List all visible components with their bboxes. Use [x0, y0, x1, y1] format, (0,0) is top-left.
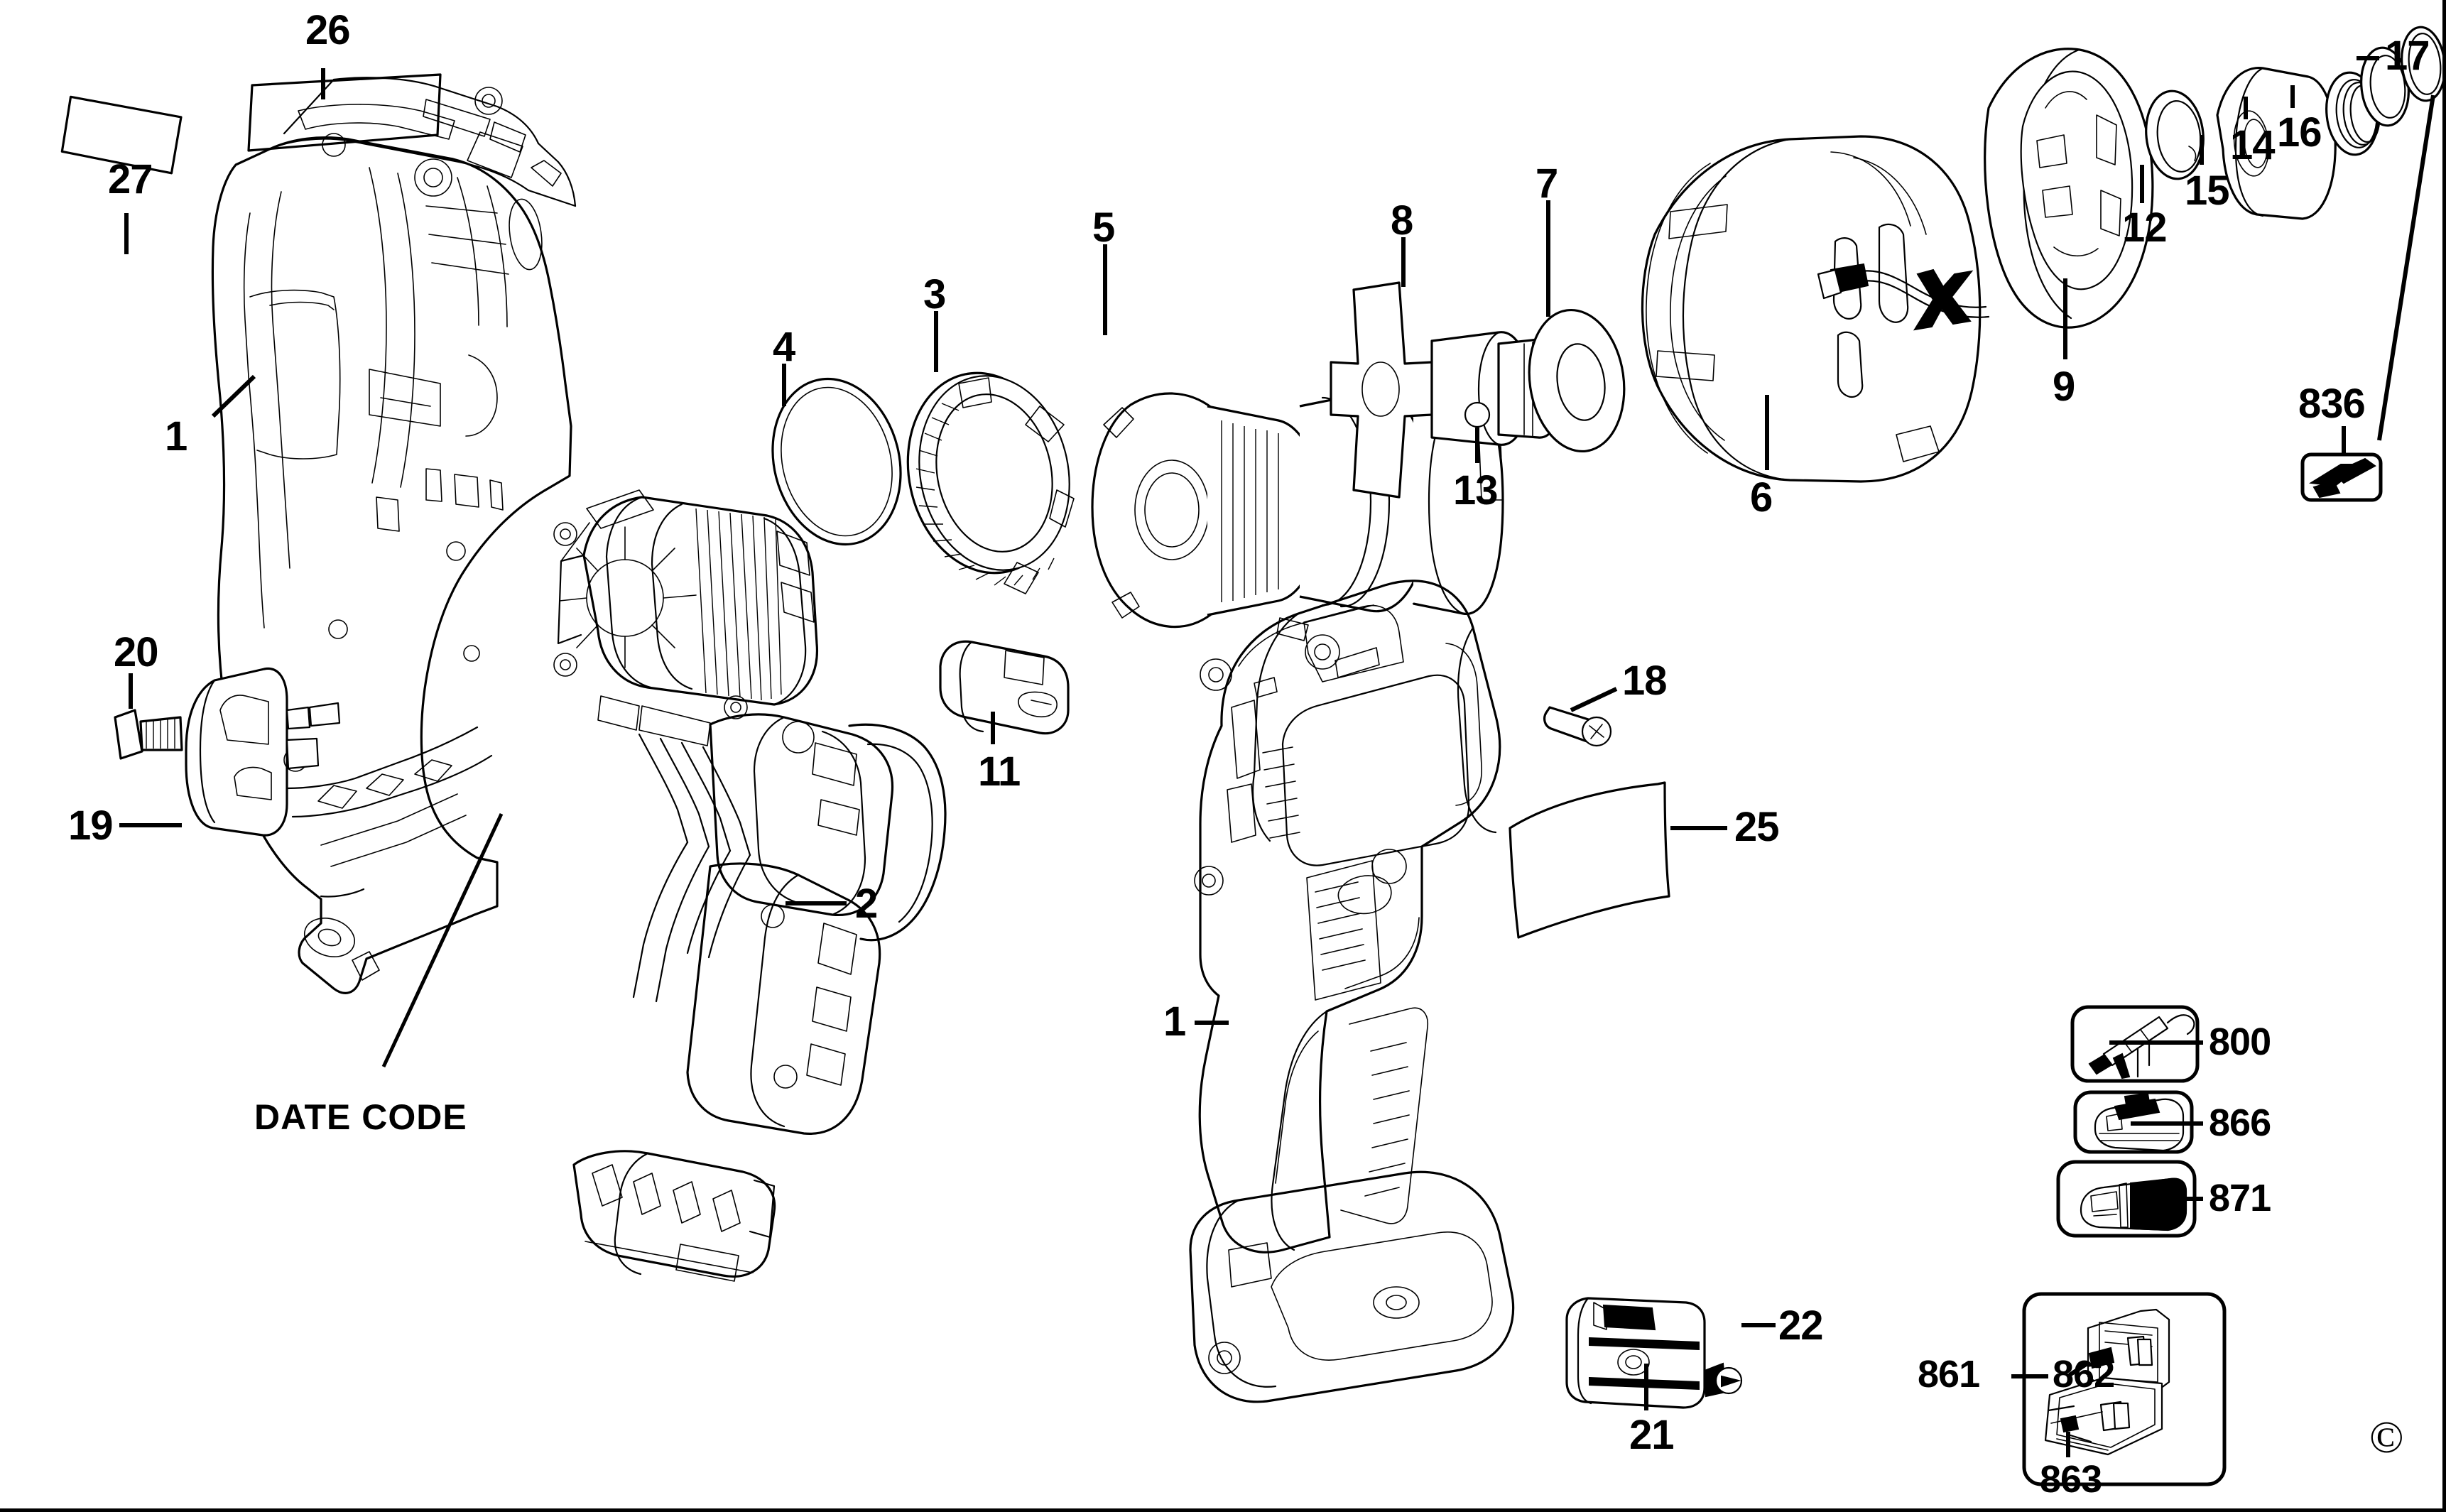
leader-lines: [119, 56, 2435, 1457]
motor-switch-assembly: [553, 489, 947, 1282]
housing-screw: [1543, 706, 1612, 747]
o-ring: [771, 377, 902, 546]
callout-800: 800: [2209, 1021, 2271, 1063]
belt-hook-screw: [114, 709, 183, 760]
kitbox-clip: [2060, 1415, 2080, 1433]
callout-2: 2: [855, 881, 878, 927]
assembled-tool: [1189, 580, 1515, 1403]
accessory-871-box: [2056, 1160, 2197, 1238]
belt-hook: [185, 667, 341, 837]
led-collar: [1817, 48, 2154, 329]
date-code-annotation: DATE CODE: [254, 1097, 467, 1137]
callout-16: 16: [2277, 109, 2322, 156]
callout-15: 15: [2185, 168, 2230, 214]
accessory-836-box: [2300, 452, 2383, 502]
callout-21: 21: [1629, 1412, 1675, 1458]
gearbox-assembly: [1091, 388, 1504, 641]
callout-19: 19: [68, 803, 114, 849]
ring-gear: [906, 371, 1075, 594]
callout-9: 9: [2053, 364, 2075, 410]
front-housing-cover: [1641, 135, 1982, 483]
callout-861: 861: [1918, 1353, 1980, 1396]
callout-11: 11: [978, 749, 1021, 795]
retaining-washer: [2145, 89, 2205, 180]
callout-13: 13: [1453, 467, 1499, 513]
terminal-clip: [939, 640, 1070, 735]
copyright-mark: ©: [2369, 1412, 2404, 1462]
callout-4: 4: [773, 324, 795, 370]
label-plate-lower: [60, 95, 183, 175]
callout-871: 871: [2209, 1177, 2271, 1219]
callout-25: 25: [1734, 804, 1780, 850]
callout-12: 12: [2122, 205, 2168, 251]
callout-14: 14: [2230, 122, 2276, 168]
callout-27: 27: [108, 156, 153, 202]
callout-26: 26: [305, 7, 351, 53]
callout-8: 8: [1391, 197, 1413, 244]
washer: [1528, 308, 1626, 453]
ball-bearing: [1464, 401, 1491, 428]
callout-862: 862: [2053, 1353, 2115, 1396]
terminal-cover-screw: [1703, 1362, 1743, 1398]
callout-6: 6: [1750, 474, 1773, 521]
accessory-861-kitbox: [2022, 1292, 2227, 1486]
callout-20: 20: [114, 629, 159, 675]
callout-5: 5: [1092, 205, 1115, 251]
callout-1-right: 1: [1163, 999, 1186, 1045]
retaining-ring: [2401, 26, 2442, 102]
housing-half-left: [211, 77, 577, 994]
date-code-leader: [381, 812, 504, 1068]
callout-866: 866: [2209, 1102, 2271, 1144]
callout-17: 17: [2385, 33, 2430, 79]
callout-3: 3: [923, 271, 946, 317]
rating-label: [1509, 781, 1670, 939]
kitbox-latch: [2088, 1347, 2115, 1369]
callout-7: 7: [1535, 161, 1558, 207]
callout-18: 18: [1622, 658, 1668, 704]
callout-863: 863: [2040, 1458, 2102, 1501]
callout-836: 836: [2298, 381, 2366, 427]
battery-terminal-cover: [1565, 1297, 1706, 1409]
callout-1-left: 1: [165, 413, 187, 459]
callout-22: 22: [1778, 1302, 1824, 1349]
